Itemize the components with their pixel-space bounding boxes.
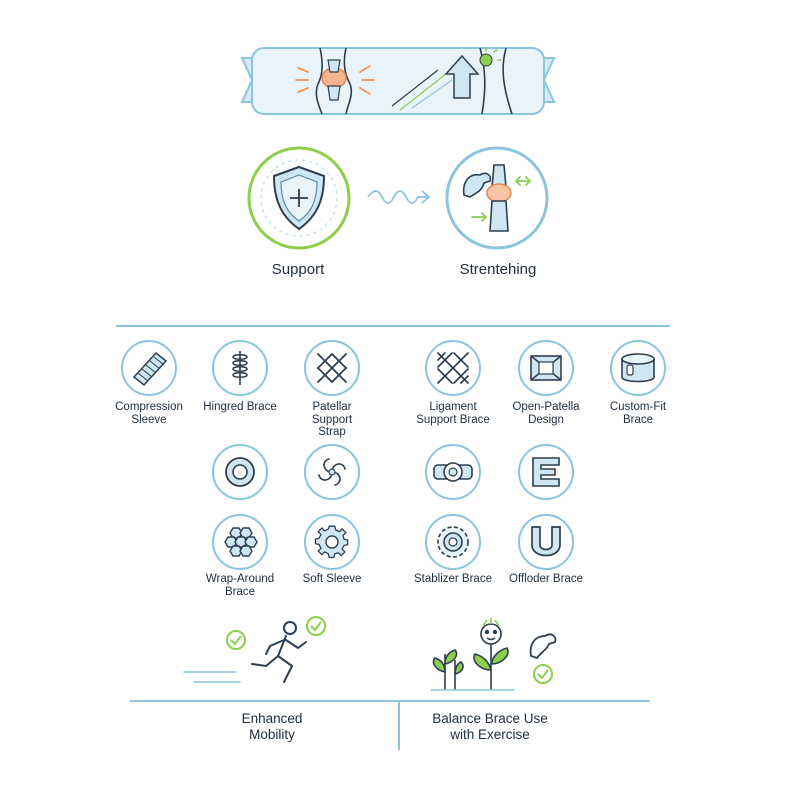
- runner-icon: [183, 616, 326, 683]
- brace-label: Hingred Brace: [203, 401, 277, 413]
- brace-label: Wrap-Around Brace: [205, 573, 275, 598]
- wave-arrow-icon: [367, 190, 431, 204]
- brace-label: Open-Patella Design: [512, 401, 580, 426]
- crosshatch-icon: [304, 340, 360, 396]
- compression-sleeve-icon: [121, 340, 177, 396]
- hexagon-cluster-icon: [212, 514, 268, 570]
- knee-banner: [240, 47, 556, 115]
- support-label: Support: [271, 261, 325, 278]
- brace-label: Offloder Brace: [509, 573, 583, 585]
- u-shape-icon: [518, 514, 574, 570]
- strengthening-label: Strentehing: [459, 261, 537, 278]
- plants-growth-icon: [431, 618, 557, 691]
- balance-label: Balance Brace Use with Exercise: [432, 711, 548, 742]
- mobility-label: Enhanced Mobility: [241, 711, 303, 742]
- bottom-vertical-divider: [398, 702, 400, 750]
- gear-icon: [304, 514, 360, 570]
- band-icon: [425, 444, 481, 500]
- block-e-icon: [518, 444, 574, 500]
- gear-ring-icon: [425, 514, 481, 570]
- strength-knee-icon: [445, 146, 549, 250]
- open-frame-icon: [518, 340, 574, 396]
- section-divider: [116, 325, 670, 327]
- brace-label: Patellar Support Strap: [311, 401, 353, 438]
- brace-label: Stablizer Brace: [414, 573, 492, 585]
- lattice-icon: [425, 340, 481, 396]
- support-shield-icon: [247, 146, 351, 250]
- cylinder-icon: [610, 340, 666, 396]
- spiral-icon: [304, 444, 360, 500]
- brace-label: Compression Sleeve: [115, 401, 183, 426]
- bottom-divider: [130, 700, 650, 702]
- hinge-icon: [212, 340, 268, 396]
- brace-label: Custom-Fit Brace: [609, 401, 667, 426]
- ring-icon: [212, 444, 268, 500]
- brace-label: Soft Sleeve: [302, 573, 362, 585]
- brace-label: Ligament Support Brace: [416, 401, 490, 426]
